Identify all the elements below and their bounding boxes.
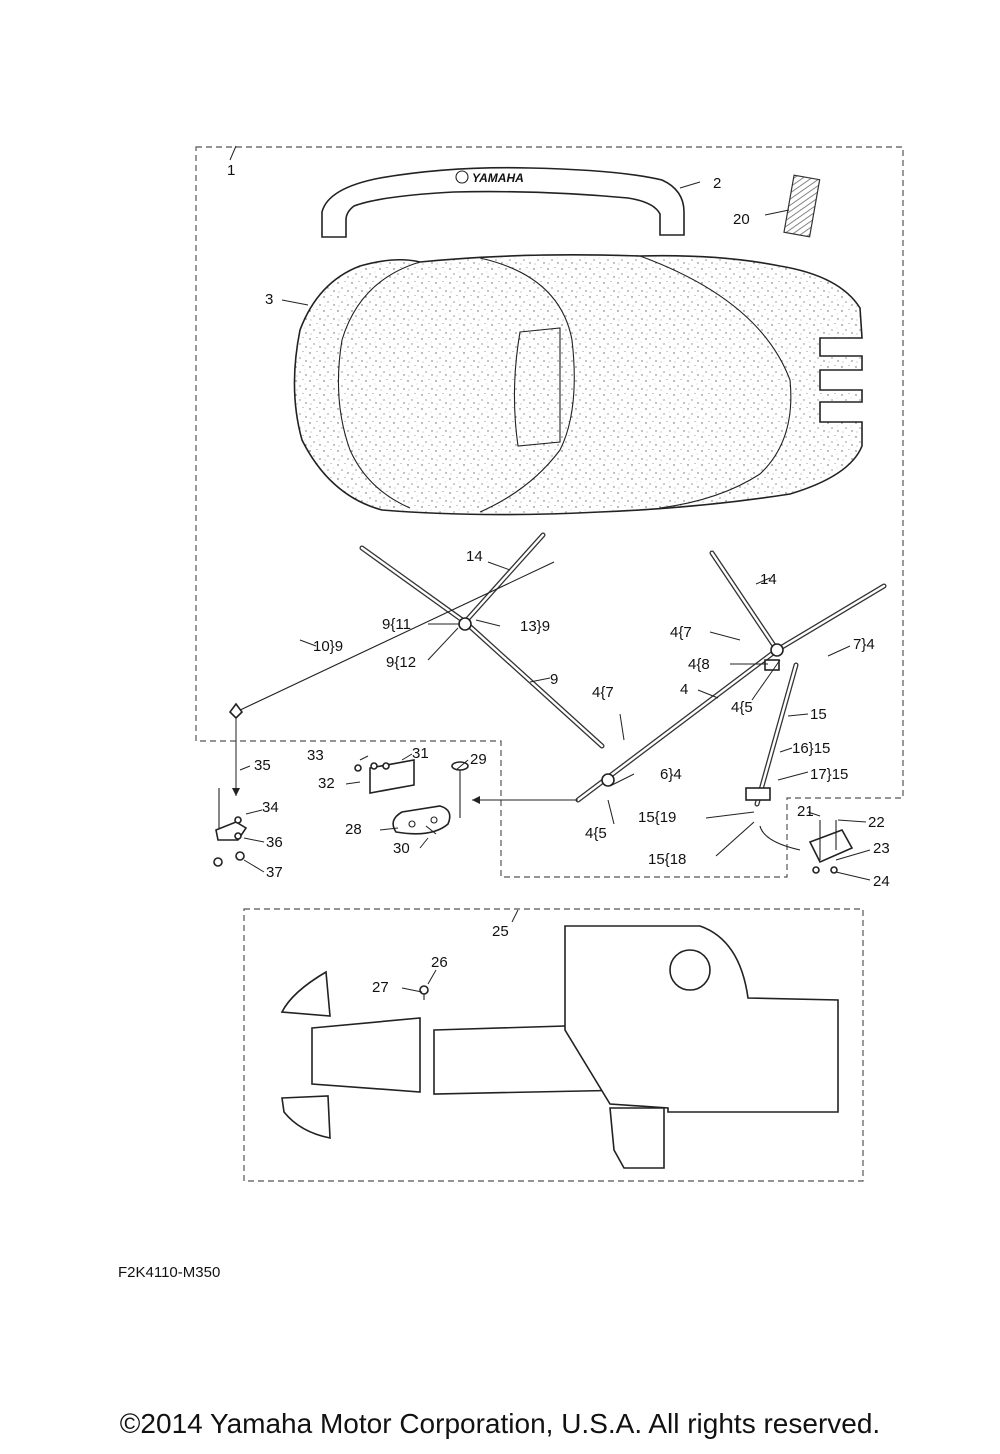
callout-4-5-lower: 4{5: [585, 825, 607, 842]
deck-mat-set: [280, 925, 839, 1169]
callout-7-4: 7}4: [853, 636, 875, 653]
callout-22: 22: [868, 814, 885, 831]
callout-23: 23: [873, 840, 890, 857]
callout-10-9: 10}9: [313, 638, 343, 655]
callout-25: 25: [492, 923, 509, 940]
hang-tag: [783, 174, 821, 238]
callout-4: 4: [680, 681, 688, 698]
strut-pins: [705, 811, 801, 857]
callout-4-7-upper: 4{7: [670, 624, 692, 641]
callout-36: 36: [266, 834, 283, 851]
group-boundary-mat-kit: [243, 908, 864, 1182]
deck-mount-bracket: [808, 820, 854, 874]
callout-2: 2: [713, 175, 721, 192]
callout-6-4: 6}4: [660, 766, 682, 783]
callout-24: 24: [873, 873, 890, 890]
callout-28: 28: [345, 821, 362, 838]
callout-26: 26: [431, 954, 448, 971]
callout-13-9: 13}9: [520, 618, 550, 635]
callout-34: 34: [262, 799, 279, 816]
brand-text: YAMAHA: [472, 171, 524, 185]
deck-hinge-assembly: [354, 759, 469, 835]
copyright-notice: ©2014 Yamaha Motor Corporation, U.S.A. A…: [119, 1408, 881, 1439]
callout-1: 1: [227, 162, 235, 179]
callout-31: 31: [412, 745, 429, 762]
callout-33: 33: [307, 747, 324, 764]
boat-cover: [293, 254, 863, 516]
callout-17-15: 17}15: [810, 766, 848, 783]
callout-27: 27: [372, 979, 389, 996]
bimini-boot: YAMAHA: [321, 166, 685, 238]
bimini-frame: [228, 532, 887, 807]
callout-9-12: 9{12: [386, 654, 416, 671]
callout-29: 29: [470, 751, 487, 768]
callout-9: 9: [550, 671, 558, 688]
strut-clamp-assembly: [213, 788, 248, 867]
callout-4-7-lower: 4{7: [592, 684, 614, 701]
callout-35: 35: [254, 757, 271, 774]
callout-15-18: 15{18: [648, 851, 686, 868]
callout-4-5-upper: 4{5: [731, 699, 753, 716]
callout-4-8: 4{8: [688, 656, 710, 673]
callout-16-15: 16}15: [792, 740, 830, 757]
leader-lines: [229, 145, 871, 993]
callout-9-11: 9{11: [382, 616, 411, 633]
callout-21: 21: [797, 803, 814, 820]
callout-15-19: 15{19: [638, 809, 676, 826]
callout-14-left: 14: [466, 548, 483, 565]
callout-14-right: 14: [760, 571, 777, 588]
callout-20: 20: [733, 211, 750, 228]
callout-15: 15: [810, 706, 827, 723]
callout-30: 30: [393, 840, 410, 857]
callout-3: 3: [265, 291, 273, 308]
callout-labels: 1 2 3 20 14 14 9{11 9{12 13}9 10}9 9 4{7…: [227, 162, 890, 996]
callout-37: 37: [266, 864, 283, 881]
callout-32: 32: [318, 775, 335, 792]
group-boundary-cover-kit: [195, 146, 904, 878]
drawing-code: F2K4110-M350: [118, 1264, 221, 1281]
